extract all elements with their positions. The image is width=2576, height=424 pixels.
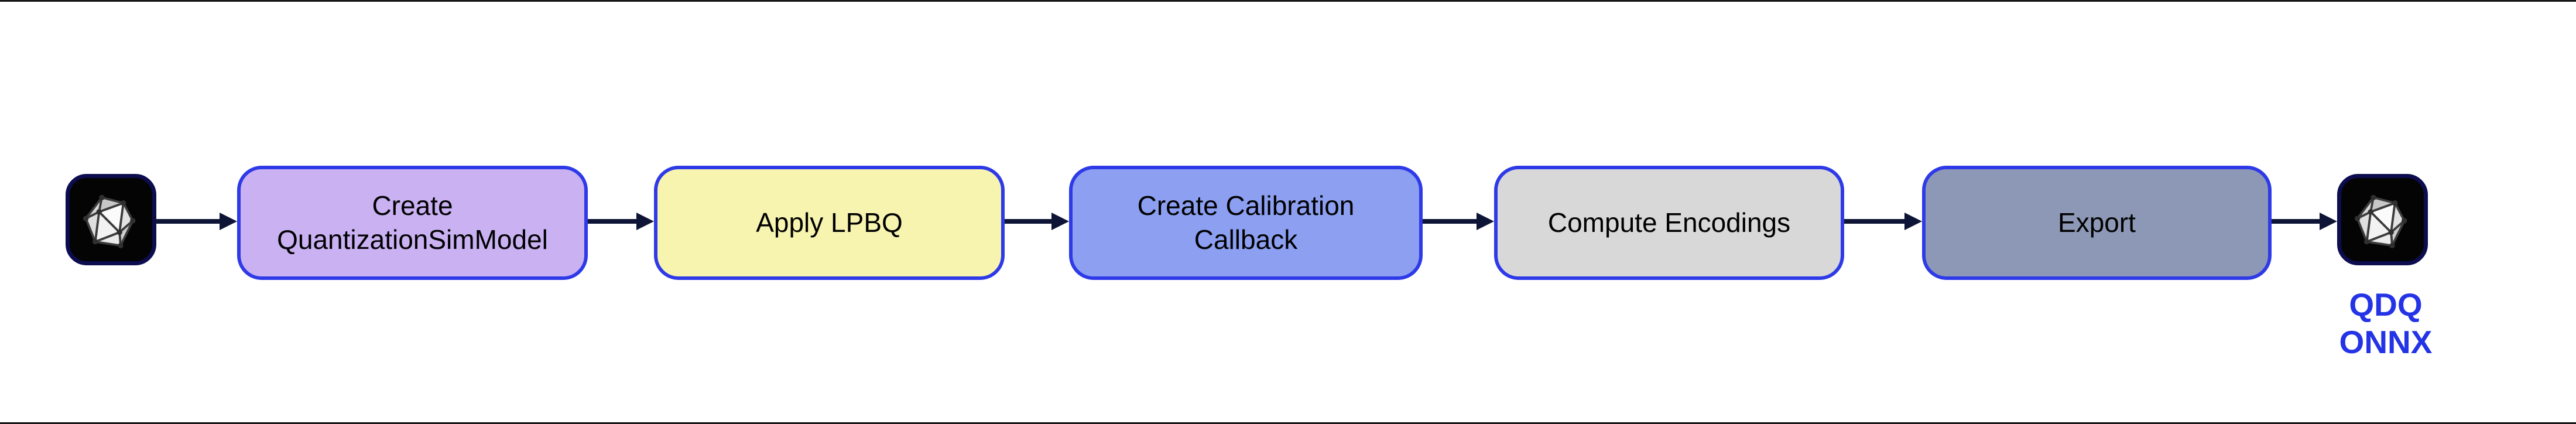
arrow-line — [588, 219, 636, 224]
step-create-calibration-callback: Create Calibration Callback — [1069, 166, 1423, 280]
arrow-line — [2272, 219, 2320, 224]
step-create-quantizationsimmodel: Create QuantizationSimModel — [237, 166, 588, 280]
arrow-line — [1423, 219, 1477, 224]
output-format-label: QDQ ONNX — [2339, 286, 2433, 360]
arrow-head-icon — [1477, 213, 1494, 230]
arrow-head-icon — [1904, 213, 1922, 230]
arrow-head-icon — [1051, 213, 1069, 230]
arrow-head-icon — [2320, 213, 2337, 230]
top-border-line — [0, 0, 2576, 2]
step-export: Export — [1922, 166, 2272, 280]
arrow-line — [1844, 219, 1904, 224]
arrow-line — [155, 219, 220, 224]
arrow-head-icon — [220, 213, 237, 230]
arrow-head-icon — [636, 213, 654, 230]
icosahedron-glyph — [83, 194, 135, 249]
bottom-border-line — [0, 422, 2576, 424]
icosahedron-glyph — [2354, 194, 2407, 249]
input-model-icon — [66, 174, 156, 265]
arrow-line — [1005, 219, 1051, 224]
output-model-icon — [2337, 174, 2428, 265]
step-apply-lpbq: Apply LPBQ — [654, 166, 1005, 280]
step-compute-encodings: Compute Encodings — [1494, 166, 1844, 280]
